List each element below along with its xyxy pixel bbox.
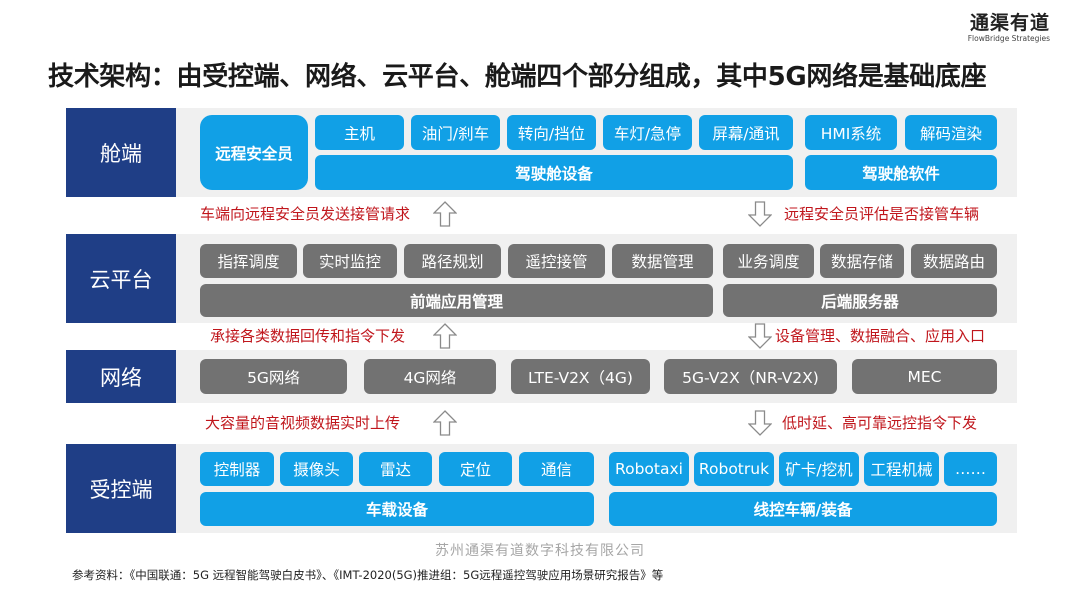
- cabin-hardware-item: 车灯/急停: [603, 115, 692, 150]
- up-arrow-icon: [433, 410, 457, 436]
- cabin-software-item: HMI系统: [805, 115, 897, 150]
- cabin-software-group: 驾驶舱软件: [805, 155, 997, 190]
- cloud-frontend-item: 遥控接管: [508, 244, 605, 278]
- flow-note-download: 远程安全员评估是否接管车辆: [784, 205, 980, 223]
- network-item: MEC: [852, 359, 997, 394]
- flow-note-upload: 车端向远程安全员发送接管请求: [200, 205, 411, 223]
- cabin-hardware-item: 油门/刹车: [411, 115, 500, 150]
- flow-note-download: 低时延、高可靠远控指令下发: [782, 414, 978, 432]
- cloud-frontend-item: 路径规划: [404, 244, 501, 278]
- vehicle-item: ……: [944, 452, 997, 486]
- onboard-item: 雷达: [359, 452, 432, 486]
- cloud-backend-item: 数据存储: [820, 244, 904, 278]
- up-arrow-icon: [433, 323, 457, 349]
- controlled-layer-label: 受控端: [66, 444, 176, 533]
- onboard-item: 通信: [519, 452, 594, 486]
- cloud-layer-label: 云平台: [66, 234, 176, 323]
- network-item: LTE-V2X（4G): [511, 359, 650, 394]
- flow-note-upload: 大容量的音视频数据实时上传: [205, 414, 401, 432]
- network-item: 5G网络: [200, 359, 347, 394]
- cabin-hardware-group: 驾驶舱设备: [315, 155, 793, 190]
- down-arrow-icon: [748, 410, 772, 436]
- remote-safety-officer: 远程安全员: [200, 115, 308, 190]
- vehicle-item: 矿卡/挖机: [779, 452, 859, 486]
- cloud-backend-item: 业务调度: [723, 244, 814, 278]
- vehicle-item: 工程机械: [864, 452, 939, 486]
- onboard-item: 摄像头: [280, 452, 353, 486]
- up-arrow-icon: [433, 201, 457, 227]
- vehicle-item: Robotruk: [694, 452, 774, 486]
- flow-note-upload: 承接各类数据回传和指令下发: [210, 327, 406, 345]
- down-arrow-icon: [748, 323, 772, 349]
- network-layer-label: 网络: [66, 350, 176, 403]
- onboard-item: 定位: [439, 452, 512, 486]
- flow-note-download: 设备管理、数据融合、应用入口: [775, 327, 986, 345]
- logo-chinese-name: 通渠有道: [969, 12, 1050, 34]
- company-logo: 通渠有道 FlowBridge Strategies: [955, 12, 1050, 43]
- network-item: 5G-V2X（NR-V2X): [664, 359, 837, 394]
- page-title: 技术架构：由受控端、网络、云平台、舱端四个部分组成，其中5G网络是基础底座: [48, 62, 987, 92]
- cabin-hardware-item: 转向/挡位: [507, 115, 596, 150]
- onboard-item: 控制器: [200, 452, 274, 486]
- onboard-group: 车载设备: [200, 492, 594, 526]
- source-citation: 参考资料：《中国联通：5G 远程智能驾驶白皮书》、《IMT-2020(5G)推进…: [72, 568, 664, 582]
- cloud-backend-item: 数据路由: [911, 244, 997, 278]
- cloud-frontend-item: 数据管理: [612, 244, 713, 278]
- cloud-frontend-group: 前端应用管理: [200, 284, 713, 317]
- cabin-software-item: 解码渲染: [905, 115, 997, 150]
- cloud-frontend-item: 实时监控: [303, 244, 397, 278]
- down-arrow-icon: [748, 201, 772, 227]
- network-item: 4G网络: [364, 359, 496, 394]
- vehicle-item: Robotaxi: [609, 452, 689, 486]
- logo-english-name: FlowBridge Strategies: [967, 34, 1050, 43]
- vehicle-group: 线控车辆/装备: [609, 492, 997, 526]
- company-watermark: 苏州通渠有道数字科技有限公司: [435, 543, 645, 559]
- cloud-backend-group: 后端服务器: [723, 284, 997, 317]
- cloud-frontend-item: 指挥调度: [200, 244, 297, 278]
- cabin-hardware-item: 屏幕/通讯: [699, 115, 793, 150]
- cabin-layer-label: 舱端: [66, 108, 176, 197]
- cabin-hardware-item: 主机: [315, 115, 404, 150]
